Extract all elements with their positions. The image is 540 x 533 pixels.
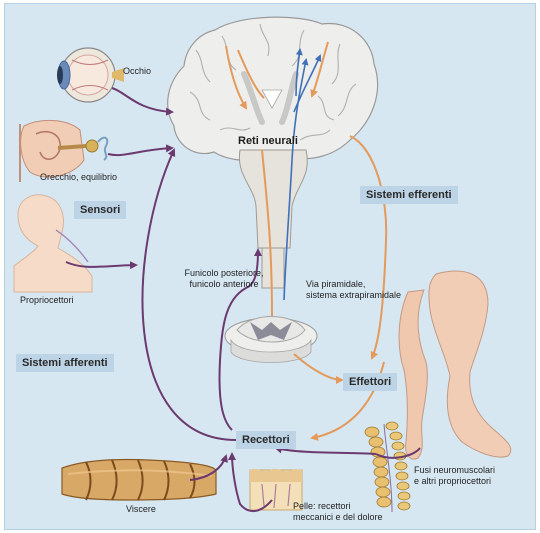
label-sensori: Sensori [74,201,127,219]
label-pelle-line1: Pelle: recettori [293,501,351,511]
pyramidal-pathway [283,48,322,301]
brain [167,16,379,289]
label-via-line1: Via piramidale, [306,279,366,289]
label-via-piramidale: Via piramidale, sistema extrapiramidale [306,279,401,301]
label-reti-neurali: Reti neurali [238,135,298,147]
label-recettori: Recettori [236,431,296,449]
label-viscere: Viscere [126,504,156,514]
label-pelle: Pelle: recettori meccanici e del dolore [293,501,383,523]
head-illustration [13,194,93,293]
efferent-pathways [225,41,388,441]
label-fusi: Fusi neuromuscolari e altri propriocetto… [414,465,495,487]
label-pelle-line2: meccanici e del dolore [293,512,383,522]
label-orecchio: Orecchio, equilibrio [40,172,118,182]
spinal-cord-section [224,316,318,363]
label-occhio: Occhio [123,66,152,76]
legs-illustration [398,270,512,460]
label-via-line2: sistema extrapiramidale [306,290,402,300]
label-funicolo: Funicolo posteriore, funicolo anteriore [175,268,273,290]
ear-illustration [19,120,109,182]
eye-illustration [57,47,124,103]
label-effettori: Effettori [343,373,398,391]
afferent-pathways [65,87,421,512]
label-sistemi-efferenti: Sistemi efferenti [360,186,458,204]
muscle-spindle-illustration [364,421,411,513]
skin-section-illustration [249,468,303,511]
label-sistemi-afferenti: Sistemi afferenti [16,354,114,372]
label-fusi-line2: e altri propriocettori [414,476,492,486]
label-propriocettori: Propriocettori [20,295,74,305]
label-funicolo-line2: funicolo anteriore [189,279,259,289]
label-funicolo-line1: Funicolo posteriore, [184,268,264,278]
label-fusi-line1: Fusi neuromuscolari [414,465,496,475]
intestine-illustration [61,458,217,501]
